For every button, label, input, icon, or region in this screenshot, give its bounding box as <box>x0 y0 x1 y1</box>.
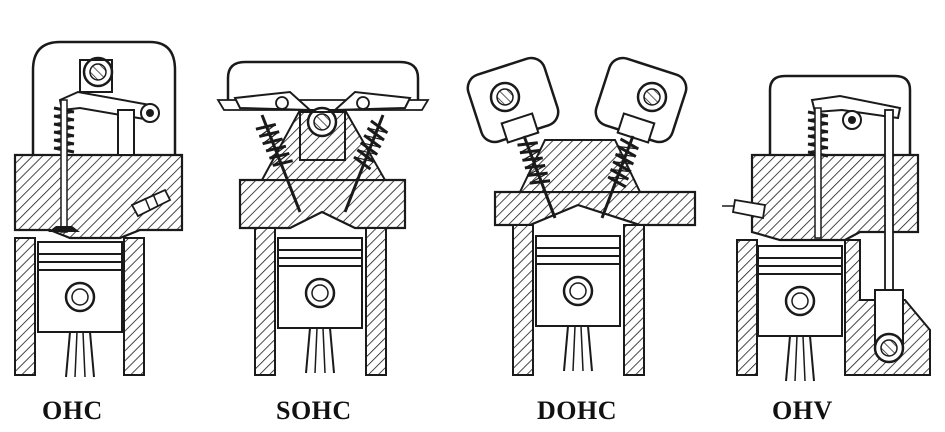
label-dohc: DOHC <box>537 396 617 425</box>
label-ohc: OHC <box>42 396 103 425</box>
dohc-engine-figure <box>466 56 697 376</box>
sohc-engine-figure <box>216 60 430 376</box>
ohc-engine-figure <box>13 40 184 379</box>
ohv-engine-figure <box>722 74 931 383</box>
label-sohc: SOHC <box>276 396 352 425</box>
label-ohv: OHV <box>772 396 833 425</box>
